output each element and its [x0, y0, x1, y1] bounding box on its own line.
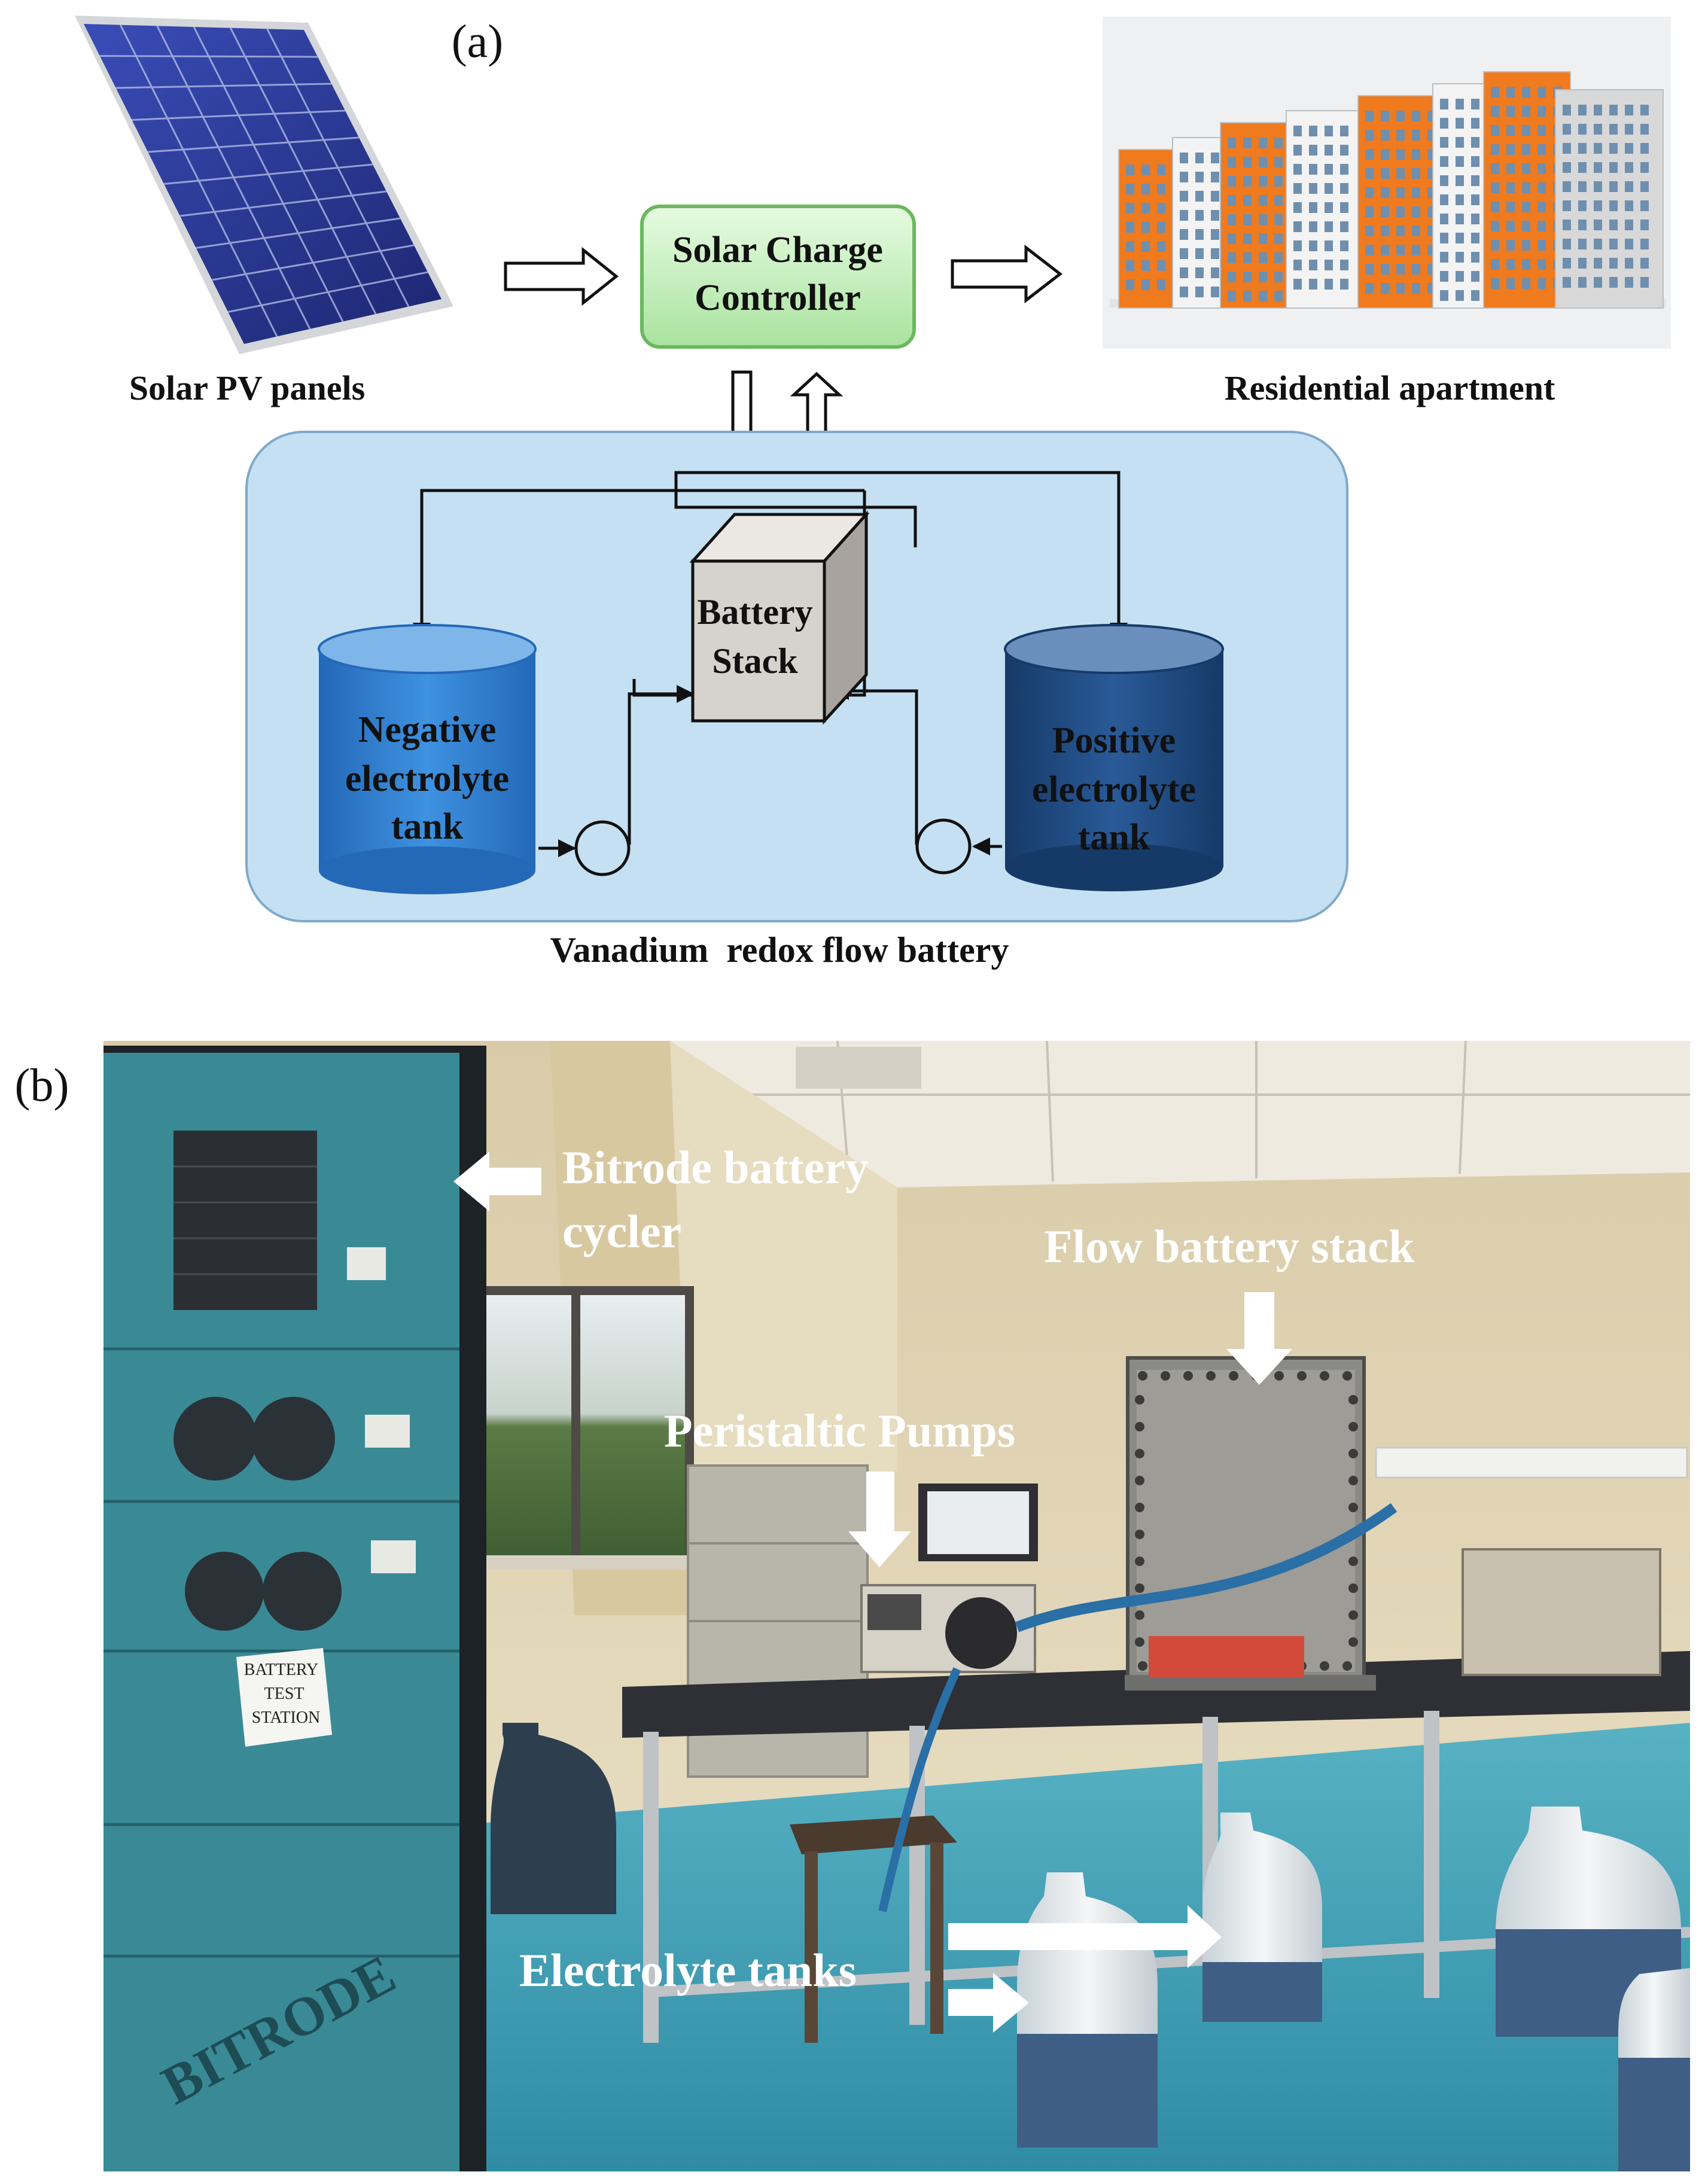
arrow-controller-to-apartment — [951, 244, 1063, 304]
solar-charge-controller: Solar Charge Controller — [640, 205, 916, 349]
positive-tank-line2: electrolyte — [1032, 769, 1196, 810]
cycler-pointer-arrow — [453, 1152, 541, 1211]
positive-tank-line1: Positive — [1052, 720, 1176, 761]
sticker-line1: BATTERY — [244, 1661, 318, 1679]
panel-b-label: (b) — [15, 1059, 69, 1111]
pumps-pointer-arrow — [848, 1472, 911, 1567]
positive-pump-icon — [915, 818, 972, 875]
solar-panel-illustration — [75, 16, 453, 354]
apartment-label: Residential apartment — [1225, 368, 1555, 407]
vrfb-label: Vanadium redox flow battery — [550, 930, 1009, 970]
panel-a-label: (a) — [452, 15, 504, 67]
positive-tank-line3: tank — [1078, 817, 1150, 858]
negative-electrolyte-tank: Negative electrolyte tank — [318, 624, 537, 894]
stack-label: Flow battery stack — [1044, 1220, 1415, 1272]
tanks-label: Electrolyte tanks — [519, 1944, 857, 1996]
lab-photo-illustration: BATTERY TEST STATION BITRODE — [103, 1041, 1690, 2171]
sticker-line2: TEST — [264, 1685, 305, 1703]
negative-pump-icon — [574, 820, 631, 876]
negative-tank-line3: tank — [391, 806, 464, 847]
positive-electrolyte-tank: Positive electrolyte tank — [1004, 624, 1224, 891]
negative-tank-line1: Negative — [358, 709, 497, 750]
battery-stack-line1: Battery — [697, 592, 812, 632]
controller-label-line2: Controller — [695, 278, 861, 318]
residential-apartment-illustration — [1103, 17, 1671, 349]
solar-panels-label: Solar PV panels — [129, 368, 365, 407]
stack-pointer-arrow — [1226, 1292, 1292, 1385]
pumps-label: Peristaltic Pumps — [664, 1405, 1015, 1457]
cycler-label-line2: cycler — [562, 1205, 681, 1257]
tanks-pointer-arrow-lower — [948, 1973, 1029, 2033]
cycler-label-line1: Bitrode battery — [562, 1141, 869, 1193]
negative-tank-line2: electrolyte — [345, 759, 509, 799]
controller-label-line1: Solar Charge — [672, 230, 883, 270]
battery-stack: Battery Stack — [689, 510, 870, 725]
battery-test-station-sticker: BATTERY TEST STATION — [236, 1648, 332, 1747]
sticker-line3: STATION — [252, 1708, 320, 1727]
tanks-pointer-arrow-upper — [948, 1905, 1222, 1968]
battery-stack-line2: Stack — [712, 641, 798, 681]
arrow-panels-to-controller — [504, 246, 619, 306]
